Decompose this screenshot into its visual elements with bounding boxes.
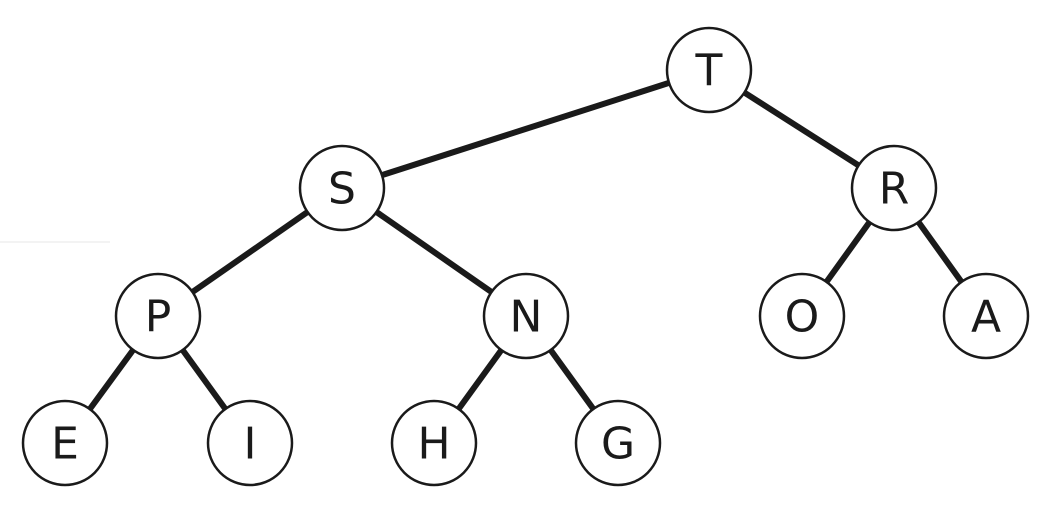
node-label: O xyxy=(785,292,820,343)
node-circle xyxy=(298,144,386,232)
tree-node-S: S xyxy=(298,144,386,232)
node-circle xyxy=(482,272,570,360)
tree-node-N: N xyxy=(482,272,570,360)
node-circle xyxy=(206,399,294,487)
tree-node-G: G xyxy=(574,399,662,487)
node-circle xyxy=(758,272,846,360)
node-label: E xyxy=(51,419,79,470)
tree-node-A: A xyxy=(942,272,1030,360)
tree-node-E: E xyxy=(21,399,109,487)
node-circle xyxy=(114,272,202,360)
node-circle xyxy=(850,144,938,232)
node-circle xyxy=(942,272,1030,360)
node-circle xyxy=(665,26,753,114)
node-label: H xyxy=(417,419,450,470)
node-label: I xyxy=(244,419,257,470)
tree-node-H: H xyxy=(390,399,478,487)
node-circle xyxy=(574,399,662,487)
node-label: A xyxy=(971,292,1001,343)
node-label: R xyxy=(879,164,910,215)
tree-node-T: T xyxy=(665,26,753,114)
node-circle xyxy=(21,399,109,487)
tree-node-P: P xyxy=(114,272,202,360)
node-label: G xyxy=(601,419,635,470)
tree-node-I: I xyxy=(206,399,294,487)
node-label: S xyxy=(328,164,356,215)
nodes-layer: T S R P N O A E I H G xyxy=(21,26,1030,487)
node-label: N xyxy=(510,292,543,343)
tree-node-R: R xyxy=(850,144,938,232)
edge-T-S xyxy=(341,67,710,191)
tree-node-O: O xyxy=(758,272,846,360)
node-circle xyxy=(390,399,478,487)
node-label: P xyxy=(145,292,172,343)
edges-layer xyxy=(62,67,989,445)
faint-divider xyxy=(0,241,110,243)
node-label: T xyxy=(695,46,723,97)
